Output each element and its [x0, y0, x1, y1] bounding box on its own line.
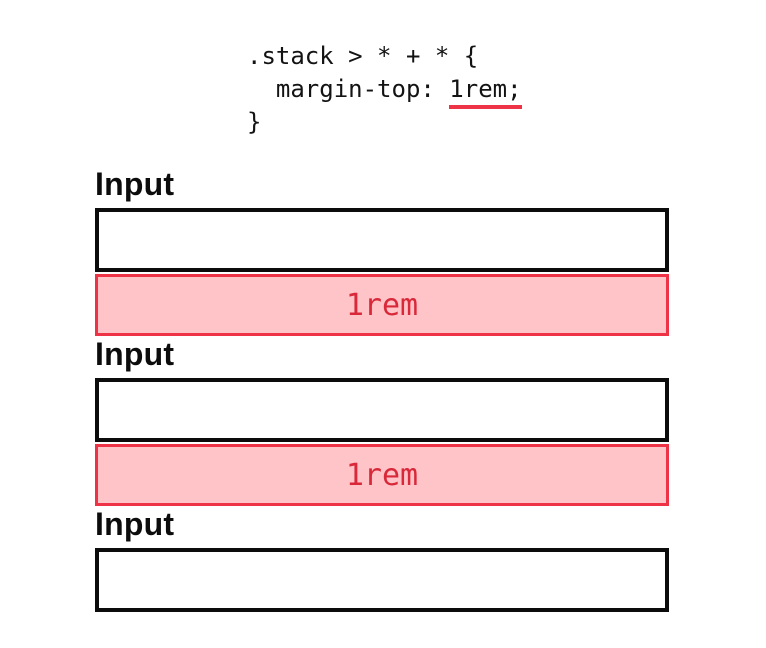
- stack-diagram: Input 1rem Input 1rem Input: [95, 166, 669, 612]
- input-label: Input: [95, 506, 175, 542]
- css-rule-snippet: .stack > * + * { margin-top: 1rem; }: [247, 40, 522, 139]
- code-declaration-terminator: ;: [507, 75, 522, 103]
- stack-item: Input 1rem: [95, 166, 669, 336]
- margin-spacer-box: 1rem: [95, 274, 669, 336]
- input-box[interactable]: [95, 548, 669, 612]
- input-label: Input: [95, 336, 175, 372]
- highlighted-value-underline: 1rem;: [449, 75, 522, 109]
- margin-value-label: 1rem: [345, 287, 419, 323]
- margin-spacer-box: 1rem: [95, 444, 669, 506]
- stack-item: Input 1rem: [95, 336, 669, 506]
- code-line-declaration: margin-top: 1rem;: [247, 73, 522, 109]
- input-box[interactable]: [95, 378, 669, 442]
- code-line-selector: .stack > * + * {: [247, 42, 479, 70]
- code-declaration-prefix: margin-top:: [247, 75, 450, 103]
- stack-item: Input: [95, 506, 669, 612]
- input-box[interactable]: [95, 208, 669, 272]
- code-declaration-value: 1rem: [449, 75, 508, 103]
- code-line-closing-brace: }: [247, 108, 262, 136]
- input-label: Input: [95, 166, 175, 202]
- margin-value-label: 1rem: [345, 457, 419, 493]
